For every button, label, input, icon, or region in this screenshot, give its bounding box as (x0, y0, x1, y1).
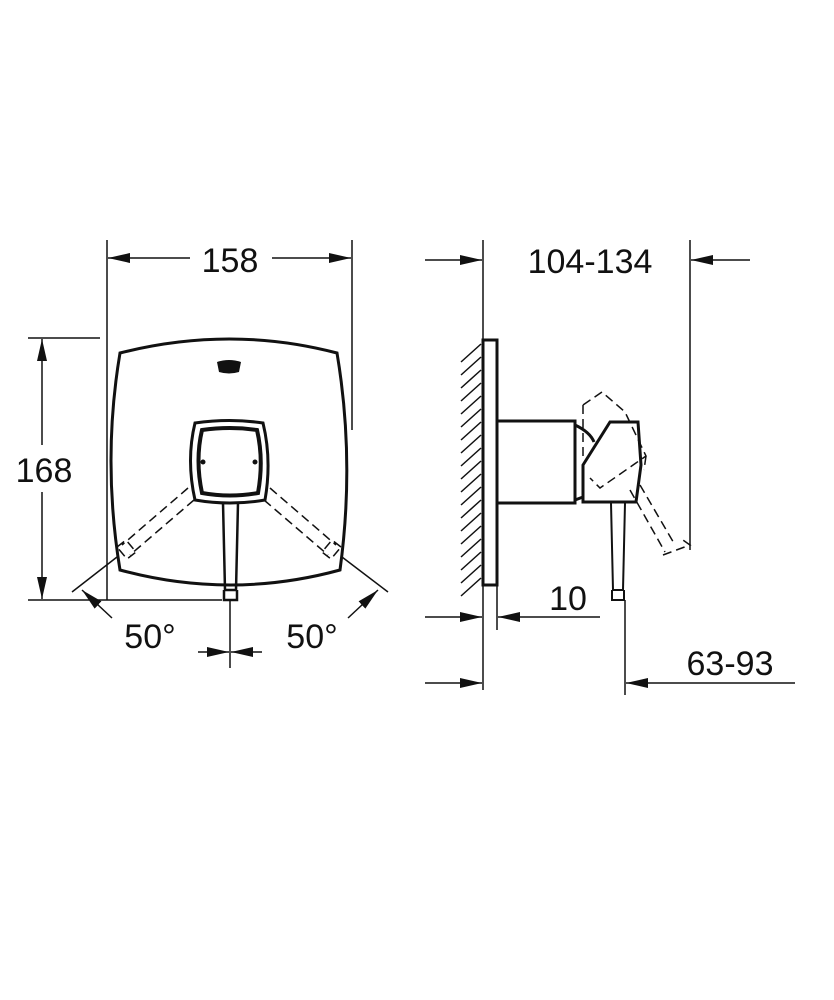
hatch-line (460, 369, 482, 389)
hatch-line (460, 395, 482, 415)
hatch-line (460, 564, 482, 584)
screw-dot (200, 459, 206, 465)
hatch-line (460, 408, 482, 428)
plate-dimension-label: 10 (549, 580, 587, 618)
lever-dimension-label: 63-93 (687, 645, 774, 683)
hatch-line (460, 343, 482, 363)
side-view: 104-134 10 63-93 (425, 240, 795, 695)
angle-arrow (81, 589, 113, 619)
hatch-line (460, 460, 482, 480)
lever-dashed-right (263, 487, 343, 561)
hatch-line (460, 356, 482, 376)
hatch-line (460, 499, 482, 519)
hatch-line (460, 382, 482, 402)
height-dimension-label: 168 (16, 452, 73, 490)
valve-body (495, 419, 577, 505)
hatch-line (460, 486, 482, 506)
escutcheon-inner (196, 426, 263, 498)
cover-plate (109, 337, 349, 587)
handle-dashed-rotated (582, 391, 692, 556)
angle-line (71, 556, 118, 593)
angle-left-label: 50° (124, 618, 175, 656)
logo-mark (217, 360, 241, 374)
hatch-line (460, 512, 482, 532)
lever-dashed-left (115, 487, 195, 561)
hatch-line (460, 421, 482, 441)
wall-hatching (460, 343, 482, 597)
side-lever (610, 502, 626, 601)
hatch-line (460, 577, 482, 597)
hatch-line (460, 538, 482, 558)
angle-arrow (347, 589, 379, 619)
screw-dot (252, 459, 258, 465)
hatch-line (460, 447, 482, 467)
depth-dimension-label: 104-134 (528, 243, 653, 281)
angle-line (341, 556, 389, 593)
hatch-line (460, 473, 482, 493)
hatch-line (460, 525, 482, 545)
angle-right-label: 50° (286, 618, 337, 656)
hatch-line (460, 434, 482, 454)
front-view: 158 168 50° 50° (16, 240, 389, 668)
hatch-line (460, 551, 482, 571)
width-dimension-label: 158 (202, 242, 259, 280)
handle-hub (581, 420, 643, 504)
side-plate (481, 338, 499, 587)
